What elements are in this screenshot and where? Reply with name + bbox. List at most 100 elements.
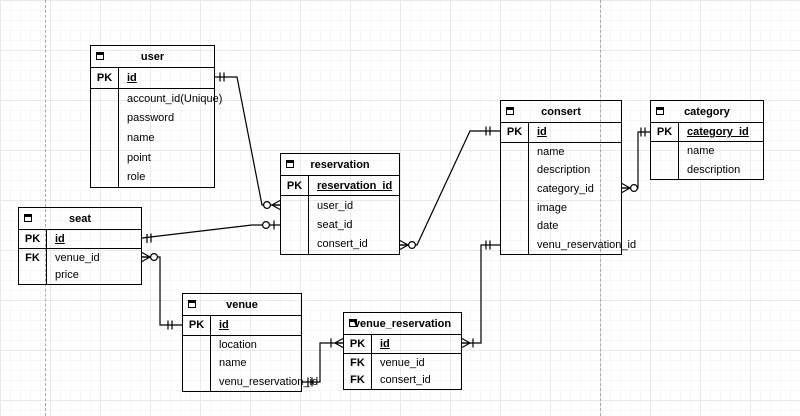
- table-row: category_id: [501, 179, 621, 199]
- field-name: name: [687, 145, 715, 158]
- field-name: password: [127, 112, 175, 125]
- table-row: FK consert_id: [344, 371, 461, 390]
- key-label: [501, 179, 529, 199]
- table-row: point: [91, 147, 214, 168]
- table-row: role: [91, 167, 214, 188]
- edge-reservation-consert[interactable]: [399, 126, 500, 251]
- table-icon: [506, 107, 514, 115]
- table-row: user_id: [281, 196, 399, 216]
- key-label: [91, 128, 119, 148]
- table-icon: [188, 300, 196, 308]
- table-icon: [286, 160, 294, 168]
- entity-consert-header: consert: [501, 101, 621, 123]
- key-label: [281, 196, 309, 216]
- table-icon: [656, 107, 664, 115]
- key-label: PK: [183, 316, 211, 335]
- key-label: PK: [501, 123, 529, 142]
- table-row: description: [501, 161, 621, 180]
- field-name: venue_id: [55, 251, 100, 264]
- edge-venue-seat[interactable]: [141, 251, 182, 330]
- entity-user-header: user: [91, 46, 214, 68]
- field-name: venu_reservation_id: [219, 375, 319, 388]
- entity-title: reservation: [310, 158, 370, 171]
- field-name: venu_reservation_id: [537, 238, 637, 251]
- key-label: [91, 108, 119, 129]
- entity-reservation-header: reservation: [281, 154, 399, 176]
- key-label: [501, 142, 529, 162]
- field-name: account_id(Unique): [127, 92, 223, 105]
- entity-venue-reservation[interactable]: venue_reservation PK id FK venue_id FK c…: [343, 312, 462, 390]
- field-name: venue_id: [380, 356, 425, 369]
- table-row: seat_id: [281, 215, 399, 235]
- entity-title: venue_reservation: [353, 317, 452, 330]
- table-icon: [349, 319, 357, 327]
- entity-title: venue: [226, 298, 258, 311]
- table-row: name: [501, 142, 621, 162]
- entity-reservation[interactable]: reservation PK reservation_id user_id se…: [280, 153, 400, 255]
- entity-venue-header: venue: [183, 294, 301, 316]
- key-label: PK: [281, 176, 309, 196]
- field-name: consert_id: [317, 238, 368, 251]
- field-name: seat_id: [317, 219, 353, 232]
- table-row: PK id: [344, 335, 461, 354]
- entity-title: seat: [68, 212, 92, 225]
- key-label: FK: [344, 353, 372, 372]
- entity-seat-header: seat: [19, 208, 141, 230]
- entity-category-header: category: [651, 101, 763, 123]
- key-label: [91, 167, 119, 188]
- key-label: [501, 161, 529, 180]
- field-name: user_id: [317, 199, 354, 212]
- key-label: [501, 216, 529, 236]
- table-row: FK venue_id: [344, 353, 461, 372]
- edge-venue-venue-reservation[interactable]: [302, 337, 344, 387]
- edge-user-reservation[interactable]: [215, 72, 281, 211]
- edge-venue-reservation-consert[interactable]: [461, 240, 500, 349]
- entity-consert[interactable]: consert PK id name description category_…: [500, 100, 636, 255]
- field-name: description: [537, 164, 591, 177]
- field-name: image: [537, 201, 567, 214]
- field-name: date: [537, 220, 559, 233]
- edge-seat-reservation[interactable]: [141, 220, 280, 244]
- entity-seat[interactable]: seat PK id FK venue_id price: [18, 207, 142, 285]
- table-row: PK id: [501, 123, 621, 143]
- field-name: category_id: [537, 183, 594, 196]
- table-row: location: [183, 335, 301, 354]
- key-label: [501, 198, 529, 217]
- key-label: PK: [91, 68, 119, 88]
- field-name: name: [127, 131, 155, 144]
- field-name: id: [219, 319, 229, 332]
- key-label: [651, 160, 679, 179]
- field-name: point: [127, 151, 151, 164]
- table-row: PK id: [183, 316, 301, 336]
- field-name: id: [380, 337, 390, 350]
- entity-venue-reservation-header: venue_reservation: [344, 313, 461, 335]
- key-label: [281, 215, 309, 235]
- entity-title: consert: [541, 105, 581, 118]
- table-icon: [24, 214, 32, 222]
- table-row: PK reservation_id: [281, 176, 399, 197]
- field-name: consert_id: [380, 374, 431, 387]
- entity-venue[interactable]: venue PK id location name venu_reservati…: [182, 293, 318, 392]
- table-row: consert_id: [281, 234, 399, 254]
- key-label: [183, 354, 211, 373]
- key-label: [651, 142, 679, 161]
- entity-category[interactable]: category PK category_id name description: [650, 100, 764, 180]
- entity-title: category: [684, 105, 730, 118]
- entity-user[interactable]: user PK id account_id(Unique) password n…: [90, 45, 222, 188]
- table-row: FK venue_id: [19, 248, 141, 267]
- key-label: PK: [651, 123, 679, 142]
- key-label: [183, 335, 211, 354]
- table-row: venu_reservation_id: [183, 372, 318, 391]
- key-label: [91, 88, 119, 109]
- field-name: name: [537, 145, 565, 158]
- field-name: reservation_id: [317, 179, 393, 192]
- key-label: [91, 147, 119, 168]
- key-label: FK: [19, 248, 47, 267]
- field-name: description: [687, 163, 741, 176]
- table-row: account_id(Unique): [91, 88, 222, 109]
- table-row: name: [651, 142, 763, 161]
- field-name: id: [127, 71, 137, 84]
- edge-consert-category[interactable]: [621, 127, 650, 194]
